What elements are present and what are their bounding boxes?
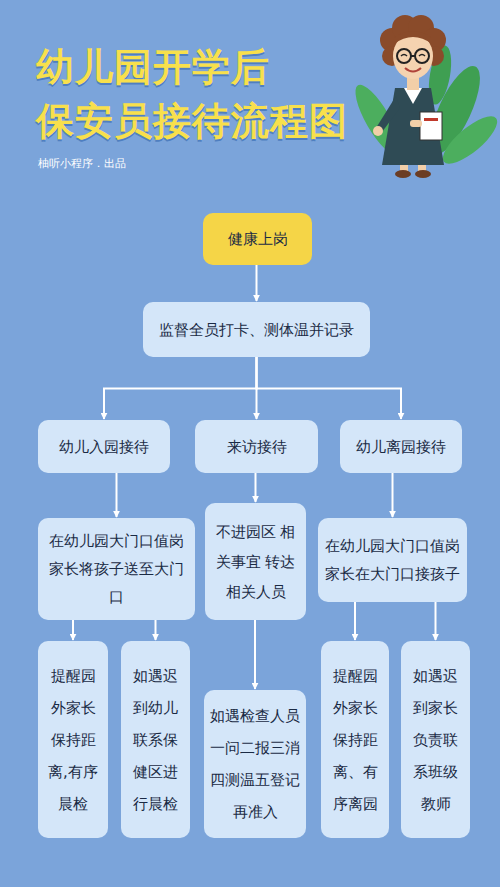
box-text: 幼儿入园接待 [59, 436, 149, 458]
box-text: 幼儿离园接待 [356, 436, 446, 458]
flow-arrow [155, 620, 157, 640]
box-text: 在幼儿园大门口值岗 家长在大门口接孩子 [324, 532, 461, 588]
flow-arrow [255, 473, 257, 502]
box-text: 如遇迟到家长负责联系班级教师 [410, 660, 461, 820]
leaves [348, 44, 500, 171]
flow-arrow [354, 602, 356, 640]
process-box: 不进园区 相关事宜 转达相关人员 [205, 503, 306, 620]
box-text: 提醒园外家长保持距离、有序离园 [330, 660, 380, 820]
process-box: 来访接待 [195, 420, 318, 473]
flow-arrow [256, 265, 258, 301]
process-box: 提醒园外家长保持距离,有序晨检 [38, 641, 108, 838]
box-text: 健康上岗 [228, 228, 288, 250]
start-box: 健康上岗 [203, 213, 312, 265]
process-box: 幼儿入园接待 [38, 420, 170, 473]
box-text: 来访接待 [227, 436, 287, 458]
process-box: 如遇迟到家长负责联系班级教师 [401, 641, 470, 838]
process-box: 如遇迟到幼儿联系保健区进行晨检 [121, 641, 190, 838]
flow-arrow [72, 620, 74, 640]
process-box: 如遇检查人员一问二报三消四测温五登记再准入 [204, 690, 306, 838]
process-box: 在幼儿园大门口值岗 家长在大门口接孩子 [318, 518, 467, 602]
flow-arrow [116, 473, 118, 517]
box-text: 提醒园外家长保持距离,有序晨检 [47, 660, 99, 820]
process-box: 提醒园外家长保持距离、有序离园 [321, 641, 389, 838]
box-text: 不进园区 相关事宜 转达相关人员 [211, 517, 300, 607]
flow-arrow [257, 357, 402, 419]
process-box: 在幼儿园大门口值岗 家长将孩子送至大门口 [38, 518, 195, 620]
flow-arrow [392, 473, 394, 517]
box-text: 监督全员打卡、测体温并记录 [159, 319, 354, 341]
flow-arrow [104, 357, 257, 419]
teacher-figure [373, 15, 446, 178]
title: 幼儿园开学后 保安员接待流程图 [36, 40, 376, 148]
credit-label: 柚听小程序．出品 [38, 156, 126, 171]
box-text: 如遇检查人员一问二报三消四测温五登记再准入 [208, 700, 302, 828]
flow-arrow [435, 602, 437, 640]
box-text: 在幼儿园大门口值岗 家长将孩子送至大门口 [44, 527, 189, 611]
process-box: 幼儿离园接待 [340, 420, 462, 473]
process-box: 监督全员打卡、测体温并记录 [143, 302, 370, 357]
flow-arrow [254, 620, 256, 689]
box-text: 如遇迟到幼儿联系保健区进行晨检 [130, 660, 181, 820]
